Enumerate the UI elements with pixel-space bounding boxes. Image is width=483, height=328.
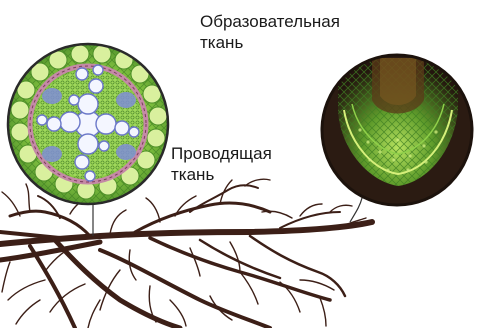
label-meristem-line2: ткань [200,32,340,53]
meristem-tissue-magnified [320,55,480,210]
label-conducting-line2: ткань [171,164,272,185]
label-conducting-line1: Проводящая [171,143,272,164]
label-conducting-tissue: Проводящая ткань [171,143,272,185]
root-system [0,179,372,328]
label-meristem-line1: Образовательная [200,11,340,32]
label-meristem-tissue: Образовательная ткань [200,11,340,53]
pointer-line-meristem [350,198,362,222]
